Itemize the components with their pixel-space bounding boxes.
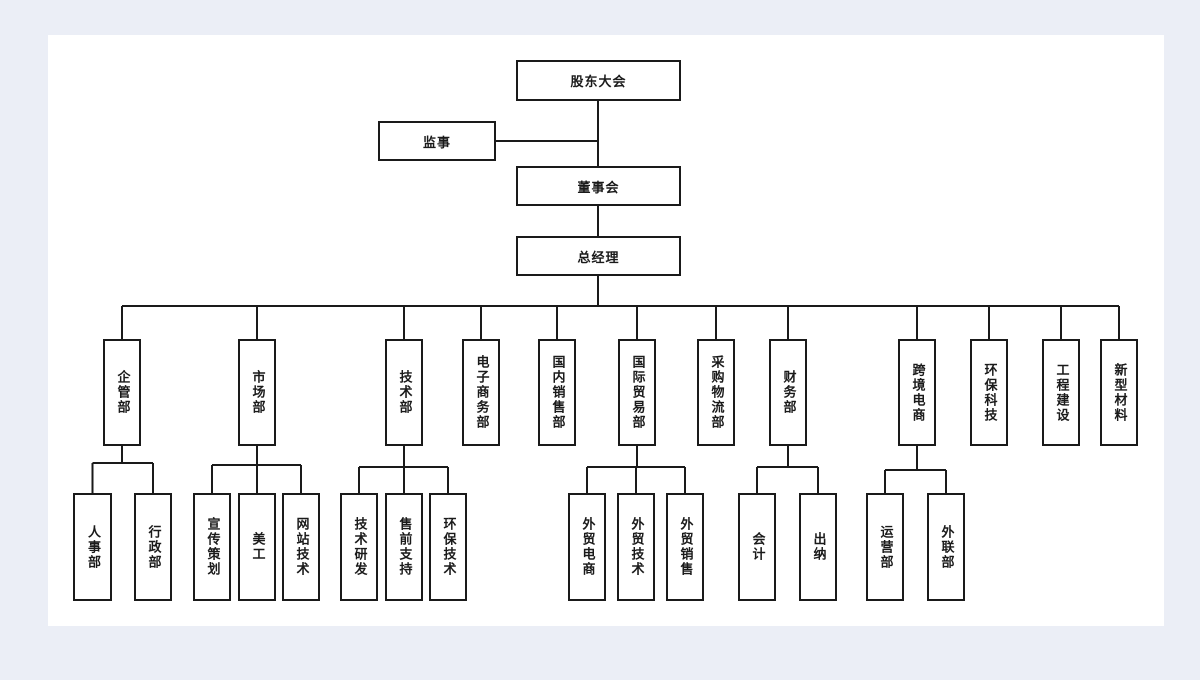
node-label: 股东大会 <box>570 75 627 90</box>
node-label: 工程建设 <box>1053 362 1069 423</box>
node-label: 市场部 <box>249 370 265 415</box>
node-label: 宣传策划 <box>204 517 220 577</box>
node-label: 会计 <box>749 532 765 562</box>
node-board-of-directors[interactable]: 董事会 <box>516 166 681 206</box>
sub-unit-node[interactable]: 网站技术 <box>282 493 320 601</box>
node-label: 外贸电商 <box>579 517 595 577</box>
node-label: 总经理 <box>577 250 620 266</box>
sub-unit-node[interactable]: 环保技术 <box>429 493 467 601</box>
sub-unit-node[interactable]: 外贸电商 <box>568 493 606 601</box>
dept-node[interactable]: 技术部 <box>385 339 423 446</box>
dept-node[interactable]: 采购物流部 <box>697 339 735 446</box>
dept-node[interactable]: 环保科技 <box>970 339 1008 446</box>
sub-unit-node[interactable]: 宣传策划 <box>193 493 231 601</box>
node-label: 国内销售部 <box>549 355 565 430</box>
node-label: 新型材料 <box>1111 362 1127 423</box>
node-label: 运营部 <box>877 524 893 570</box>
node-label: 董事会 <box>577 180 620 196</box>
node-label: 国际贸易部 <box>629 355 645 430</box>
dept-node[interactable]: 电子商务部 <box>462 339 500 446</box>
sub-unit-node[interactable]: 外贸技术 <box>617 493 655 601</box>
node-label: 网站技术 <box>293 517 309 577</box>
dept-node[interactable]: 国内销售部 <box>538 339 576 446</box>
node-supervisor[interactable]: 监事 <box>378 121 496 161</box>
node-label: 财务部 <box>780 370 796 415</box>
node-label: 外联部 <box>938 524 954 570</box>
org-chart-panel <box>48 35 1164 626</box>
dept-node[interactable]: 跨境电商 <box>898 339 936 446</box>
node-label: 外贸技术 <box>628 517 644 577</box>
node-label: 出纳 <box>810 532 826 562</box>
dept-node[interactable]: 市场部 <box>238 339 276 446</box>
node-label: 售前支持 <box>396 517 412 577</box>
node-label: 技术研发 <box>351 517 367 577</box>
node-label: 跨境电商 <box>909 362 925 423</box>
node-shareholders-meeting[interactable]: 股东大会 <box>516 60 681 101</box>
dept-node[interactable]: 国际贸易部 <box>618 339 656 446</box>
sub-unit-node[interactable]: 外联部 <box>927 493 965 601</box>
node-general-manager[interactable]: 总经理 <box>516 236 681 276</box>
node-label: 环保技术 <box>440 517 456 577</box>
sub-unit-node[interactable]: 人事部 <box>73 493 112 601</box>
sub-unit-node[interactable]: 行政部 <box>134 493 172 601</box>
dept-node[interactable]: 企管部 <box>103 339 141 446</box>
dept-node[interactable]: 新型材料 <box>1100 339 1138 446</box>
sub-unit-node[interactable]: 出纳 <box>799 493 837 601</box>
sub-unit-node[interactable]: 运营部 <box>866 493 904 601</box>
node-label: 电子商务部 <box>473 355 489 430</box>
sub-unit-node[interactable]: 技术研发 <box>340 493 378 601</box>
node-label: 美工 <box>249 532 265 562</box>
sub-unit-node[interactable]: 会计 <box>738 493 776 601</box>
node-label: 监事 <box>422 135 451 151</box>
node-label: 企管部 <box>114 370 130 415</box>
node-label: 人事部 <box>85 524 100 570</box>
sub-unit-node[interactable]: 美工 <box>238 493 276 601</box>
sub-unit-node[interactable]: 外贸销售 <box>666 493 704 601</box>
node-label: 外贸销售 <box>677 517 693 577</box>
dept-node[interactable]: 工程建设 <box>1042 339 1080 446</box>
node-label: 环保科技 <box>981 362 997 423</box>
node-label: 行政部 <box>145 524 161 570</box>
dept-node[interactable]: 财务部 <box>769 339 807 446</box>
sub-unit-node[interactable]: 售前支持 <box>385 493 423 601</box>
node-label: 采购物流部 <box>708 355 724 430</box>
node-label: 技术部 <box>396 370 412 415</box>
